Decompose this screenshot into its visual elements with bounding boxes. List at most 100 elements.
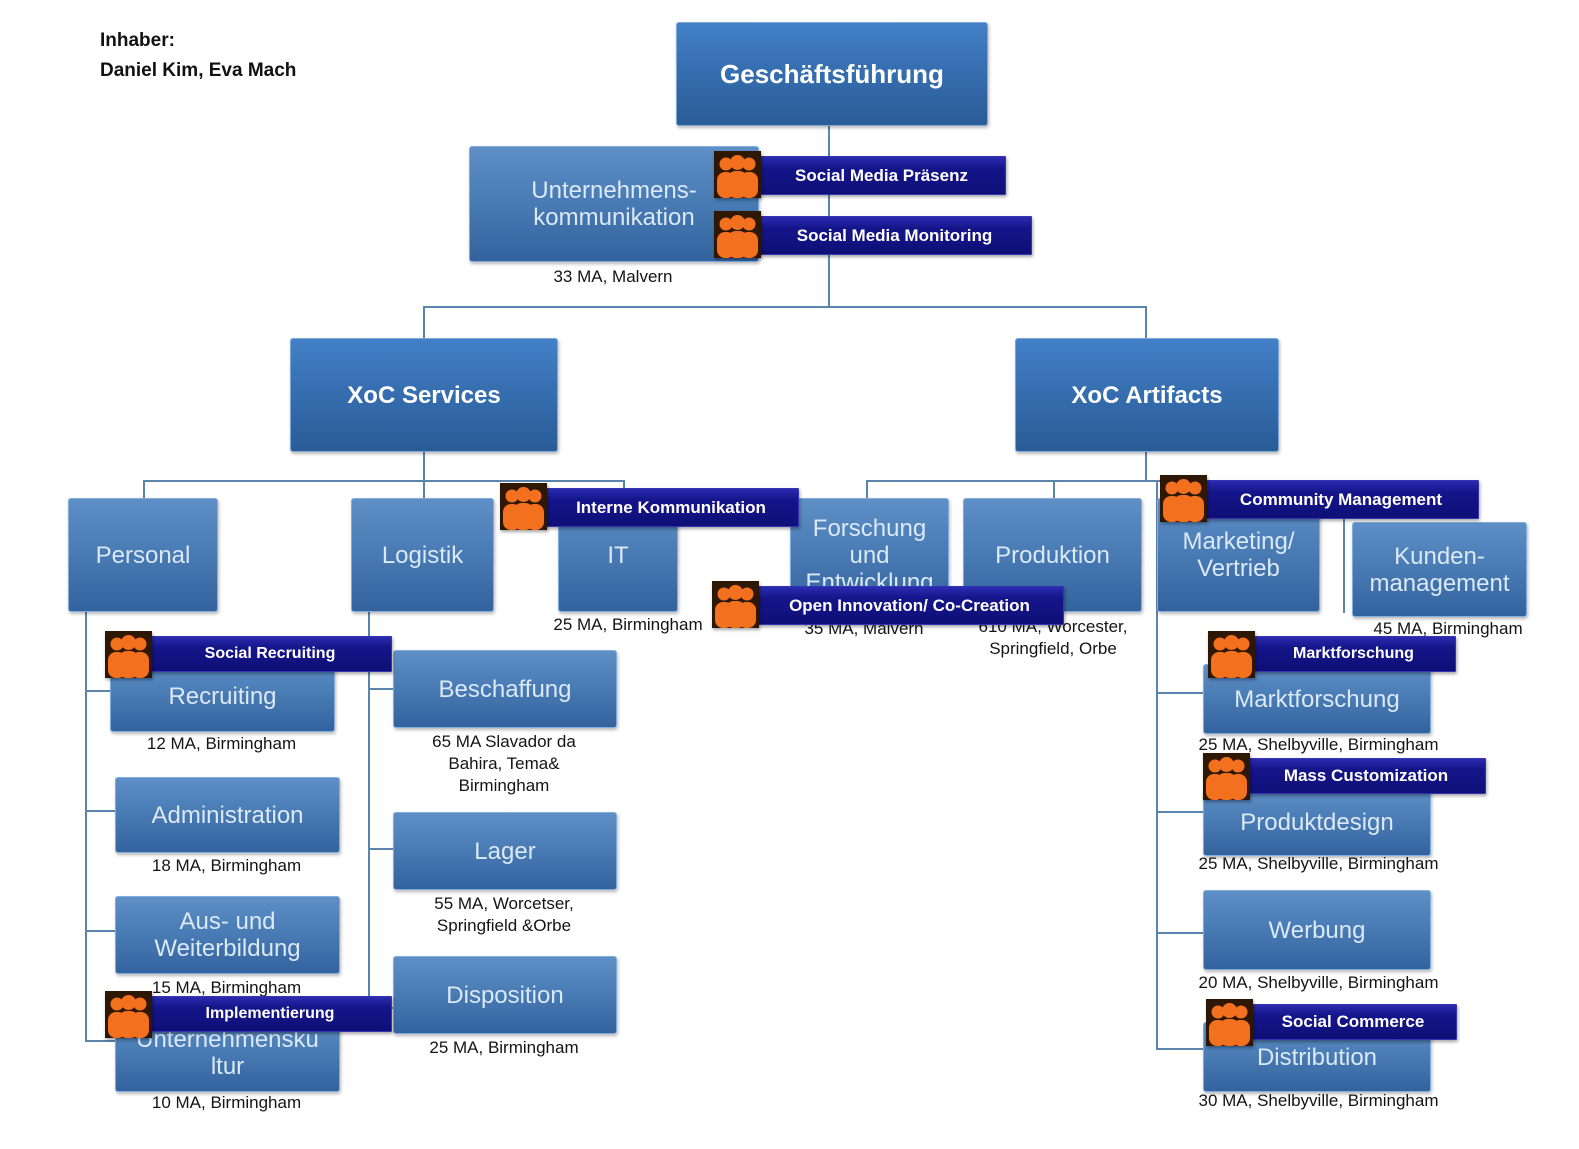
connector-line	[85, 810, 117, 812]
org-box-label: Personal	[95, 541, 191, 569]
headcount-location-label: 12 MA, Birmingham	[146, 734, 297, 753]
org-box-label: Produktdesign	[1240, 808, 1394, 836]
banner-plate: Open Innovation/ Co-Creation	[755, 586, 1064, 625]
org-box-unternehmenskommunikation: Unternehmens- kommunikation	[469, 146, 759, 262]
headcount-location-label: 33 MA, Malvern	[553, 267, 673, 286]
people-icon	[105, 991, 152, 1038]
org-box-label: XoC Services	[347, 381, 501, 409]
connector-line	[1053, 480, 1055, 498]
headcount-location-label: 25 MA, Birmingham	[429, 1038, 579, 1057]
banner-plate: Social Recruiting	[148, 636, 392, 672]
connector-line	[423, 306, 425, 338]
org-box-label: Unternehmens- kommunikation	[531, 177, 697, 231]
banner-label: Social Media Präsenz	[795, 165, 968, 185]
people-icon	[714, 151, 761, 198]
owner-label: Inhaber:	[100, 30, 175, 51]
people-icon	[1206, 999, 1253, 1046]
org-box-aus-weiterbildung: Aus- und Weiterbildung	[115, 896, 340, 974]
banner-label: Community Management	[1239, 489, 1443, 509]
connector-line	[1156, 692, 1205, 694]
people-icon	[1208, 631, 1255, 678]
banner-plate: Implementierung	[148, 996, 392, 1032]
headcount-location-label: 20 MA, Shelbyville, Birmingham	[1198, 973, 1439, 992]
org-box-lager: Lager	[393, 812, 617, 890]
connector-line	[143, 480, 145, 498]
connector-line	[368, 848, 395, 850]
connector-line	[1145, 450, 1147, 480]
org-box-label: Kunden- management	[1369, 542, 1510, 597]
org-box-label: Geschäftsführung	[720, 58, 944, 89]
owner-note: Inhaber: Daniel Kim, Eva Mach	[100, 26, 296, 86]
org-box-label: Forschung und Entwicklung	[805, 514, 934, 596]
org-box-label: Unternehmensku ltur	[136, 1026, 319, 1080]
banner-label: Mass Customization	[1283, 766, 1449, 785]
org-box-label: Marketing/ Vertrieb	[1182, 528, 1295, 582]
banner-plate: Mass Customization	[1246, 758, 1486, 794]
headcount-location-label: 55 MA, Worcetser, Springfield &Orbe	[434, 894, 574, 935]
connector-line	[866, 480, 868, 498]
banner-plate: Social Media Monitoring	[757, 216, 1032, 255]
connector-line	[143, 480, 625, 482]
banner-label: Social Commerce	[1281, 1012, 1425, 1031]
headcount-location-label: 65 MA Slavador da Bahira, Tema& Birmingh…	[432, 732, 576, 795]
org-box-label: Marktforschung	[1234, 685, 1400, 713]
people-icon	[500, 483, 547, 530]
connector-line	[1156, 811, 1205, 813]
headcount-location-label: 18 MA, Birmingham	[151, 856, 302, 875]
people-icon	[1160, 475, 1207, 522]
org-box-label: Administration	[151, 801, 304, 829]
org-box-geschaeftsfuehrung: Geschäftsführung	[676, 22, 988, 126]
org-box-label: Disposition	[446, 981, 564, 1009]
org-box-disposition: Disposition	[393, 956, 617, 1034]
people-icon	[105, 631, 152, 678]
banner-label: Marktforschung	[1293, 645, 1414, 662]
org-box-label: Produktion	[995, 541, 1110, 569]
org-box-label: IT	[607, 541, 629, 569]
people-icon	[714, 211, 761, 258]
connector-line	[1156, 1048, 1205, 1050]
connector-line	[85, 930, 117, 932]
org-box-xoc-services: XoC Services	[290, 338, 558, 452]
org-box-personal: Personal	[68, 498, 218, 612]
org-box-label: XoC Artifacts	[1071, 381, 1223, 409]
banner-plate: Social Commerce	[1249, 1004, 1457, 1040]
org-box-label: Recruiting	[168, 682, 277, 710]
connector-line	[828, 124, 830, 306]
headcount-location-label: 30 MA, Shelbyville, Birmingham	[1198, 1091, 1439, 1110]
banner-label: Social Recruiting	[204, 645, 336, 662]
org-box-produktion: Produktion	[963, 498, 1142, 612]
org-box-label: Werbung	[1268, 916, 1366, 944]
banner-plate: Marktforschung	[1251, 636, 1456, 672]
connector-line	[1343, 480, 1345, 613]
connector-line	[866, 480, 1435, 482]
connector-line	[423, 306, 1146, 308]
banner-plate: Interne Kommunikation	[543, 488, 799, 527]
org-box-label: Logistik	[381, 541, 464, 569]
org-box-werbung: Werbung	[1203, 890, 1431, 970]
banner-label: Implementierung	[205, 1005, 335, 1022]
headcount-location-label: 10 MA, Birmingham	[151, 1093, 302, 1112]
banner-plate: Social Media Präsenz	[757, 156, 1006, 195]
headcount-location-label: 45 MA, Birmingham	[1373, 619, 1523, 638]
banner-label: Interne Kommunikation	[576, 497, 766, 517]
headcount-location-label: 15 MA, Birmingham	[151, 978, 302, 997]
connector-line	[1156, 932, 1205, 934]
banner-label: Social Media Monitoring	[796, 225, 993, 245]
connector-line	[85, 690, 113, 692]
org-box-kundenmanagement: Kunden- management	[1352, 522, 1527, 617]
connector-line	[423, 450, 425, 498]
headcount-location-label: 25 MA, Shelbyville, Birmingham	[1198, 735, 1439, 754]
connector-line	[85, 610, 87, 1040]
people-icon	[1203, 753, 1250, 800]
org-box-produktdesign: Produktdesign	[1203, 788, 1431, 856]
org-box-label: Lager	[474, 837, 536, 865]
owner-names: Daniel Kim, Eva Mach	[100, 60, 297, 81]
org-box-label: Distribution	[1256, 1043, 1378, 1071]
connector-line	[368, 688, 395, 690]
banner-label: Open Innovation/ Co-Creation	[789, 595, 1030, 615]
org-box-logistik: Logistik	[351, 498, 494, 612]
org-box-xoc-artifacts: XoC Artifacts	[1015, 338, 1279, 452]
banner-plate: Community Management	[1203, 480, 1479, 519]
org-box-label: Aus- und Weiterbildung	[154, 908, 301, 962]
